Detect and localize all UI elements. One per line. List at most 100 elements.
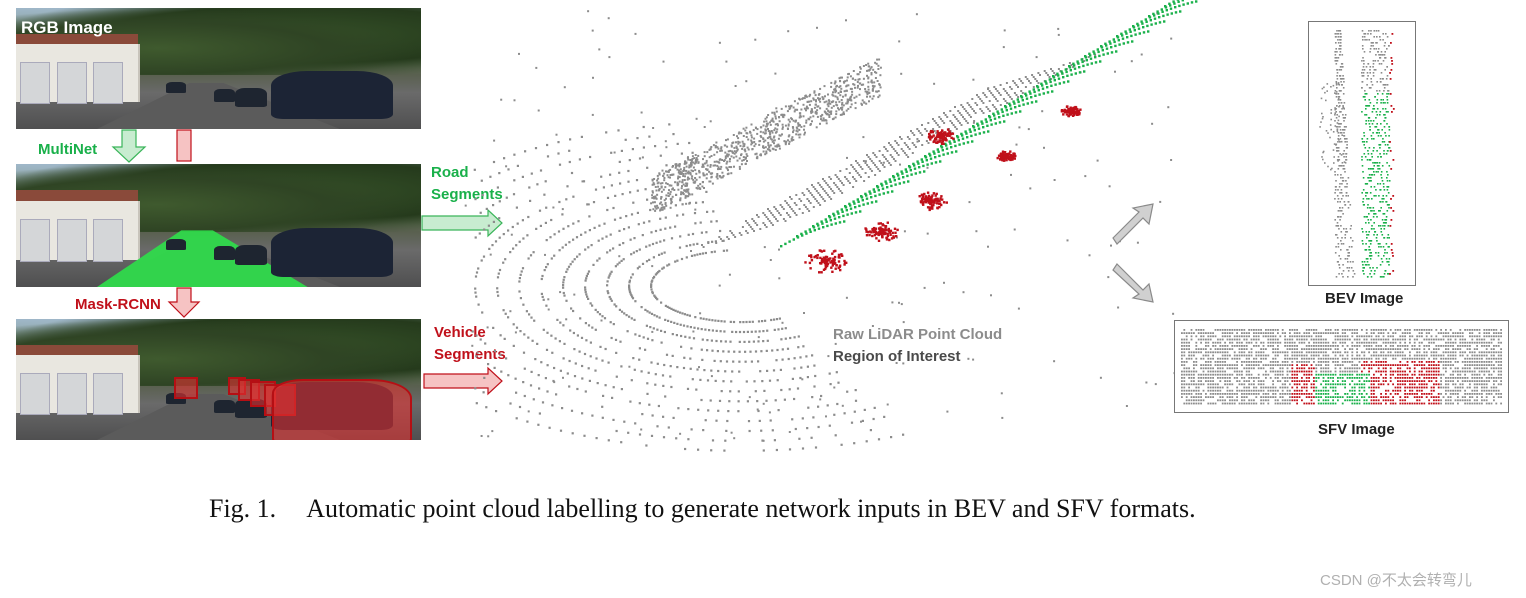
bev-vehicle-point xyxy=(1392,108,1395,110)
lidar-point xyxy=(768,220,771,222)
maskrcnn-label: Mask-RCNN xyxy=(75,296,161,313)
sfv-point xyxy=(1214,329,1217,331)
lidar-point xyxy=(682,170,685,173)
lidar-point xyxy=(570,307,573,310)
lidar-point xyxy=(698,176,701,179)
vehicle-point xyxy=(932,192,936,195)
lidar-point xyxy=(780,107,783,110)
lidar-point xyxy=(841,106,844,109)
lidar-point xyxy=(999,84,1002,86)
lidar-point xyxy=(985,96,988,98)
vehicle-point xyxy=(835,264,838,267)
lidar-point xyxy=(834,91,837,94)
road-point xyxy=(854,211,858,214)
sfv-point xyxy=(1411,335,1414,338)
lidar-point xyxy=(1026,78,1029,80)
vehicle-point xyxy=(831,252,834,255)
lidar-point xyxy=(568,160,571,164)
lidar-point xyxy=(493,139,496,142)
lidar-point xyxy=(654,373,657,376)
vehicle-point xyxy=(890,237,894,240)
lidar-point xyxy=(852,83,855,86)
lidar-point xyxy=(693,326,696,329)
lidar-point xyxy=(571,432,574,435)
bev-point xyxy=(1339,30,1342,32)
lidar-point xyxy=(878,83,881,86)
lidar-point xyxy=(562,284,565,287)
lidar-point xyxy=(533,319,536,322)
lidar-point xyxy=(891,301,894,304)
sfv-point xyxy=(1356,332,1358,334)
road-point xyxy=(1041,87,1045,90)
sfv-point xyxy=(1241,329,1243,331)
lidar-point xyxy=(642,221,646,224)
sfv-point xyxy=(1389,351,1392,354)
bev-road-point xyxy=(1373,30,1376,32)
lidar-point xyxy=(650,288,653,291)
lidar-point xyxy=(875,62,878,65)
bev-road-point xyxy=(1378,210,1380,212)
lidar-point xyxy=(846,100,849,103)
bev-road-point xyxy=(1379,243,1381,245)
lidar-point xyxy=(679,323,682,326)
sfv-point xyxy=(1255,345,1258,347)
bev-vehicle-point xyxy=(1389,141,1391,143)
lidar-point xyxy=(699,188,702,190)
lidar-point xyxy=(694,161,698,164)
lidar-point xyxy=(839,170,842,172)
road-point xyxy=(1024,92,1027,95)
vehicle-point xyxy=(1010,157,1013,161)
lidar-point xyxy=(659,208,662,211)
road-point xyxy=(846,213,849,216)
bev-point xyxy=(1339,54,1341,56)
vehicle-point xyxy=(1003,151,1007,154)
lidar-point xyxy=(686,184,688,187)
road-point xyxy=(1165,9,1168,12)
bev-point xyxy=(1338,264,1340,266)
lidar-point xyxy=(681,312,684,315)
lidar-point xyxy=(839,76,842,79)
sfv-point xyxy=(1253,329,1255,331)
lidar-point xyxy=(1057,33,1060,36)
lidar-point xyxy=(725,139,727,142)
lidar-point xyxy=(670,202,673,205)
sfv-point xyxy=(1454,341,1457,344)
bev-point xyxy=(1324,162,1326,164)
lidar-point xyxy=(870,66,873,69)
lidar-point xyxy=(507,229,510,232)
road-point xyxy=(1113,40,1116,44)
bev-road-point xyxy=(1386,96,1388,98)
road-point xyxy=(1097,50,1100,54)
lidar-point xyxy=(583,352,587,356)
lidar-point xyxy=(845,178,848,180)
lidar-point xyxy=(1002,46,1005,49)
lidar-point xyxy=(808,200,810,202)
bev-point xyxy=(1337,141,1339,143)
lidar-point xyxy=(797,123,800,126)
road-point xyxy=(1138,32,1141,35)
lidar-point xyxy=(805,105,808,108)
bev-point xyxy=(1350,225,1352,227)
lidar-point xyxy=(699,317,702,320)
lidar-point xyxy=(911,142,914,144)
lidar-point xyxy=(1002,98,1005,100)
lidar-point xyxy=(941,120,944,122)
road-point xyxy=(1003,120,1006,123)
vehicle-point xyxy=(886,234,890,237)
bev-vehicle-point xyxy=(1389,93,1392,95)
road-point xyxy=(843,220,846,223)
lidar-point xyxy=(673,189,676,191)
bev-point xyxy=(1343,107,1345,109)
lidar-point xyxy=(474,287,477,290)
lidar-point xyxy=(680,172,683,175)
road-point xyxy=(940,145,943,148)
road-point xyxy=(1164,5,1167,8)
lidar-point xyxy=(678,169,680,172)
lidar-point xyxy=(743,143,746,146)
road-point xyxy=(1022,103,1025,106)
sfv-point xyxy=(1224,341,1226,344)
bev-road-point xyxy=(1384,252,1386,254)
lidar-point xyxy=(932,128,935,130)
lidar-point xyxy=(521,219,524,222)
lidar-point xyxy=(833,413,836,416)
